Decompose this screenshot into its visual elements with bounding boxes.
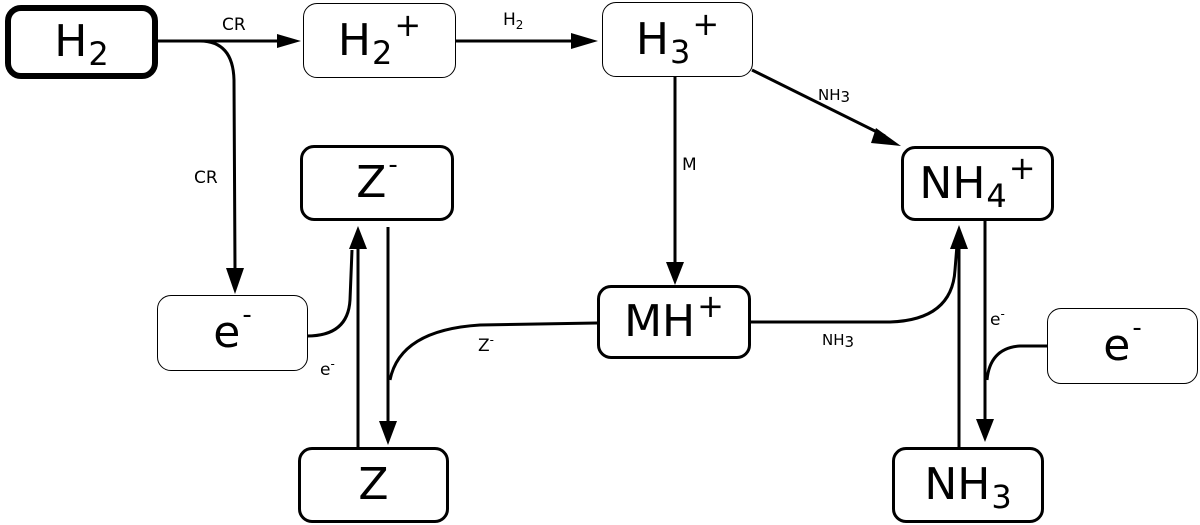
node-zminus[interactable]: Z- bbox=[300, 145, 454, 221]
node-nh4plus-base: NH bbox=[919, 157, 986, 209]
edge-label-mhplus-to-nh4plus: NH3 bbox=[822, 331, 855, 351]
edge-label-text: NH bbox=[822, 331, 845, 349]
node-h3plus-subscript: 3 bbox=[669, 32, 691, 71]
node-h2plus-subscript: 2 bbox=[371, 33, 393, 72]
edge-label-h2-to-h2plus: CR bbox=[222, 17, 246, 34]
node-eminus-right[interactable]: e- bbox=[1047, 308, 1198, 384]
edge-label-subscript: 3 bbox=[840, 88, 851, 106]
edge-label-text: Z bbox=[478, 336, 490, 356]
node-nh3-subscript: 3 bbox=[991, 478, 1012, 516]
node-eminus-right-superscript: - bbox=[1132, 313, 1142, 343]
node-h2plus-base: H bbox=[337, 14, 371, 66]
node-mhplus-base: MH bbox=[624, 296, 696, 347]
node-eminus-right-base: e bbox=[1103, 320, 1131, 371]
node-mhplus-superscript: + bbox=[697, 287, 724, 325]
edge-label-superscript: - bbox=[489, 333, 494, 347]
node-h2plus-superscript: + bbox=[394, 5, 422, 44]
arrowhead-h2-to-h2plus bbox=[277, 34, 301, 48]
edge-eminus-left-to-zminus bbox=[306, 249, 354, 338]
arrowhead-z-to-zminus bbox=[349, 226, 367, 249]
edge-label-h2-to-eminus: CR bbox=[194, 170, 218, 187]
node-eminus-left-superscript: - bbox=[242, 300, 252, 330]
edge-label-subscript: 3 bbox=[844, 333, 855, 351]
node-nh4plus-subscript: 4 bbox=[986, 176, 1007, 215]
node-z-base: Z bbox=[358, 459, 389, 510]
edge-label-h2plus-to-h3plus: H2 bbox=[503, 10, 524, 32]
arrowhead-zminus-to-z bbox=[379, 421, 397, 445]
node-nh4plus-superscript: + bbox=[1008, 148, 1036, 187]
node-eminus-left-base: e bbox=[213, 307, 241, 358]
edge-label-superscript: - bbox=[1000, 307, 1005, 321]
edge-label-mhplus-to-z: Z- bbox=[478, 334, 494, 356]
edge-label-h3plus-to-nh4plus: NH3 bbox=[818, 86, 851, 106]
edge-h2-to-eminus bbox=[199, 39, 237, 271]
node-h3plus-superscript: + bbox=[692, 4, 720, 43]
node-nh3-base: NH bbox=[924, 459, 991, 510]
edge-label-subscript: 2 bbox=[515, 18, 524, 32]
node-zminus-base: Z bbox=[356, 157, 387, 208]
node-zminus-superscript: - bbox=[388, 150, 398, 180]
arrowhead-h2-to-eminus bbox=[226, 268, 244, 294]
edge-label-text: H bbox=[503, 10, 516, 30]
edge-label-nh4plus-to-nh3: e- bbox=[990, 308, 1005, 330]
edge-label-text: CR bbox=[194, 168, 218, 188]
edge-label-text: CR bbox=[222, 15, 246, 35]
node-h2-subscript: 2 bbox=[88, 35, 109, 73]
edge-label-text: e bbox=[320, 360, 331, 380]
edge-eminus-right-to-nh3 bbox=[985, 344, 1047, 381]
edge-label-h3plus-to-mhplus: M bbox=[682, 157, 697, 174]
node-eminus-left[interactable]: e- bbox=[157, 295, 308, 371]
arrowhead-nh4plus-to-nh3 bbox=[976, 419, 994, 442]
arrowhead-h3plus-to-nh4plus bbox=[871, 128, 901, 146]
edge-h3plus-to-nh4plus bbox=[751, 68, 886, 138]
node-z[interactable]: Z bbox=[298, 447, 449, 523]
edge-label-z-to-zminus: e- bbox=[320, 358, 335, 380]
edge-label-text: NH bbox=[818, 86, 841, 104]
edge-label-text: e bbox=[990, 310, 1001, 330]
edge-mhplus-to-nh4plus bbox=[750, 244, 959, 324]
edge-label-superscript: - bbox=[330, 357, 335, 371]
arrowhead-h2plus-to-h3plus bbox=[571, 33, 598, 49]
arrowhead-nh3-to-nh4plus bbox=[950, 225, 968, 249]
node-mhplus[interactable]: MH+ bbox=[597, 285, 751, 359]
arrowhead-h3plus-to-mhplus bbox=[666, 262, 684, 285]
node-h3plus-base: H bbox=[635, 13, 669, 65]
node-h2-base: H bbox=[54, 16, 88, 67]
edge-label-text: M bbox=[682, 155, 697, 175]
edge-mhplus-to-z bbox=[388, 321, 598, 381]
